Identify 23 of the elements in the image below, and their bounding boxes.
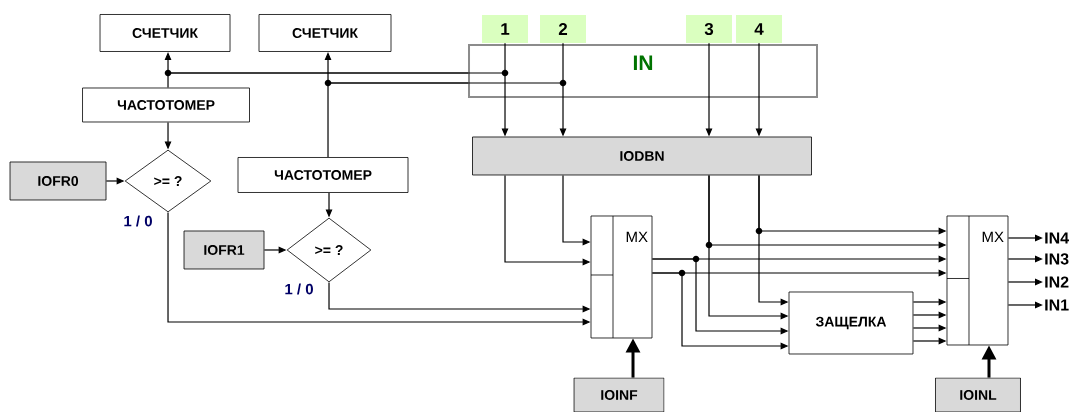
register-box: IOINL [935, 377, 1021, 412]
pin-tab: 3 [686, 15, 732, 43]
output-label: IN2 [1045, 276, 1069, 288]
frequency-meter-box: ЧАСТОТОМЕР [237, 157, 409, 193]
input-bus-box: IN [468, 44, 818, 98]
counter-box: СЧЕТЧИК [258, 14, 392, 52]
register-box: IOFR1 [183, 230, 265, 270]
pin-tab: 2 [540, 15, 586, 43]
counter-box: СЧЕТЧИК [99, 14, 231, 52]
frequency-meter-box: ЧАСТОТОМЕР [82, 87, 250, 123]
pin-tab: 4 [736, 15, 782, 43]
output-label: IN3 [1045, 253, 1069, 265]
output-value-label: 1 / 0 [124, 215, 152, 227]
output-value-label: 1 / 0 [285, 283, 313, 295]
multiplexer-block: MX [590, 215, 653, 339]
output-label: IN1 [1045, 299, 1069, 311]
register-box: IOFR0 [9, 161, 107, 201]
multiplexer-block: MX [946, 215, 1009, 346]
register-box: IODBN [472, 136, 812, 176]
pin-tab: 1 [482, 15, 528, 43]
output-label: IN4 [1045, 232, 1069, 244]
register-box: IOINF [573, 377, 665, 412]
latch-box: ЗАЩЕЛКА [788, 291, 914, 355]
